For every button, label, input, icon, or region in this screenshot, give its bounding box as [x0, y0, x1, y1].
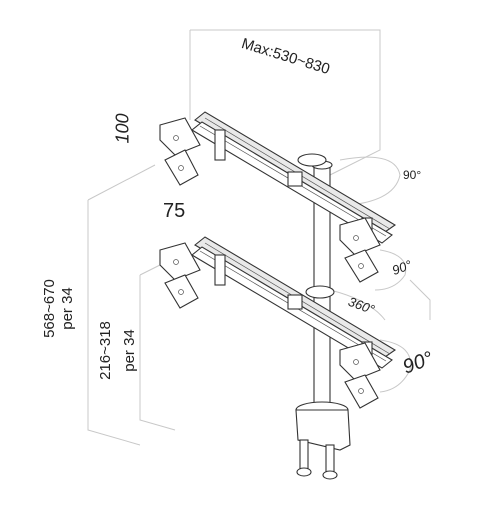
height-range-label: 568~670 [40, 279, 58, 338]
lower-arm-joint-left [214, 254, 226, 286]
clamp-screw-left [299, 439, 309, 471]
upper-arm [191, 111, 397, 247]
desk-clamp [295, 401, 351, 480]
vesa-plate-bottom-right [339, 342, 381, 409]
clamp-foot-left [296, 467, 312, 477]
clamp-foot-right [322, 470, 338, 480]
upper-arm-clamp [287, 171, 303, 187]
guide-rotate-top [339, 156, 401, 206]
pole-unit-label: per 34 [120, 329, 138, 372]
guide-rotate-360 [329, 289, 386, 321]
guide-rotate-bottom [379, 339, 412, 393]
vesa-plate-top-left [159, 117, 201, 186]
guide-rotate-mid [374, 249, 407, 291]
clamp-body [295, 409, 351, 451]
pole-range-label: 216~318 [96, 321, 114, 380]
lower-arm-collar [305, 285, 335, 299]
upper-arm-knob [297, 153, 327, 167]
lower-arm [191, 236, 397, 371]
guide-pole-left [139, 275, 176, 431]
dimension-guides [87, 29, 431, 446]
rotation-top-right-label: 90° [403, 168, 422, 182]
dim-100-label: 100 [112, 113, 133, 144]
vesa-plate-bottom-left [159, 242, 201, 309]
vesa-plate-top-right [339, 217, 381, 283]
guide-tilt-right [409, 279, 431, 320]
lower-arm-clamp [287, 294, 303, 310]
dim-75-label: 75 [163, 200, 186, 222]
upper-arm-joint-left [214, 129, 226, 161]
guide-height-top [87, 164, 156, 201]
clamp-screw-right [325, 444, 335, 474]
height-unit-label: per 34 [58, 287, 76, 330]
guide-height-left [87, 200, 141, 446]
